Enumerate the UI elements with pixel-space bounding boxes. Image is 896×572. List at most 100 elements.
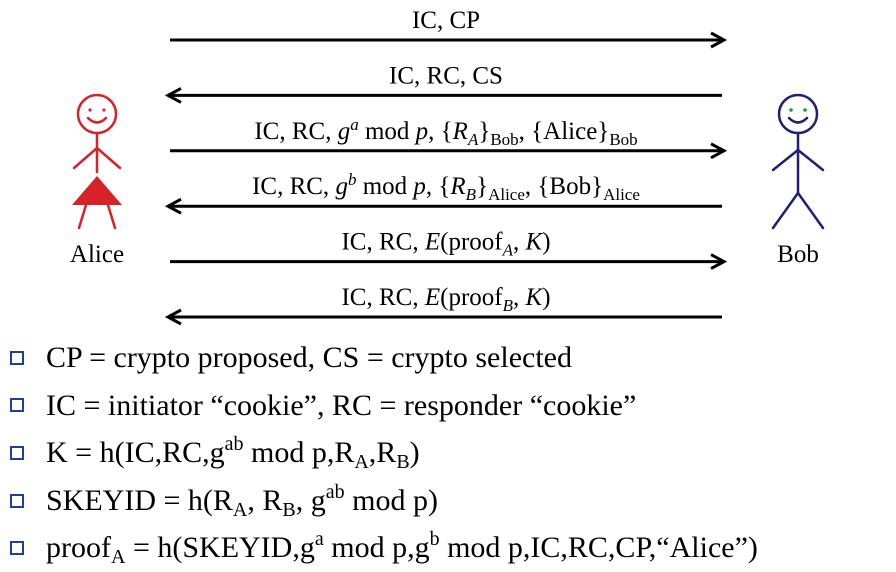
note-text-part: A bbox=[110, 546, 126, 569]
message-label-part: Bob bbox=[490, 130, 518, 149]
note-text-part: B bbox=[282, 498, 296, 521]
note-item: SKEYID = h(RA, RB, gab mod p) bbox=[10, 477, 894, 525]
note-text-part: A bbox=[354, 451, 369, 474]
message-label-part: Bob bbox=[609, 130, 637, 149]
message-label-part: B bbox=[466, 185, 477, 204]
arrowhead-icon bbox=[164, 308, 182, 326]
message-label: IC, RC, CS bbox=[389, 62, 503, 89]
note-text-part: B bbox=[396, 451, 410, 474]
note-text: CP = crypto proposed, CS = crypto select… bbox=[46, 334, 572, 382]
note-item: proofA = h(SKEYID,ga mod p,gb mod p,IC,R… bbox=[10, 524, 894, 572]
note-text: K = h(IC,RC,gab mod p,RA,RB) bbox=[46, 429, 420, 477]
note-text: SKEYID = h(RA, RB, gab mod p) bbox=[46, 477, 438, 525]
message-label: IC, CP bbox=[412, 7, 480, 34]
message-label-part: K bbox=[525, 284, 544, 311]
note-text-part: mod p,IC,RC,CP,“Alice”) bbox=[439, 531, 758, 565]
note-text-part: A bbox=[232, 498, 248, 521]
message-label-part: IC, RC, CS bbox=[389, 62, 503, 89]
message-label-part: R bbox=[452, 118, 468, 145]
bob-label: Bob bbox=[777, 241, 819, 268]
message-label-part: A bbox=[467, 130, 479, 149]
message-label-part: B bbox=[503, 296, 514, 315]
message-label-part: , {Alice} bbox=[519, 118, 610, 145]
message-label-part: A bbox=[502, 241, 514, 260]
message-label-part: IC, CP bbox=[412, 7, 480, 34]
message-label-part: p bbox=[414, 118, 429, 145]
message-label-part: ) bbox=[542, 229, 550, 256]
message-label-part: E bbox=[424, 284, 440, 311]
message-5: IC, RC, E(proofA, K) bbox=[170, 229, 728, 270]
message-label-part: Alice bbox=[488, 185, 525, 204]
message-label-part: , { bbox=[428, 118, 453, 145]
message-label-part: , bbox=[513, 284, 526, 311]
message-label-part: } bbox=[478, 118, 490, 145]
note-text-part: b bbox=[429, 528, 440, 551]
message-label: IC, RC, E(proofA, K) bbox=[341, 229, 550, 260]
message-label-part: , bbox=[513, 229, 526, 256]
message-label-part: } bbox=[476, 173, 488, 200]
square-bullet-icon bbox=[10, 350, 24, 365]
message-3: IC, RC, ga mod p, {RA}Bob, {Alice}Bob bbox=[170, 115, 728, 160]
arrowhead-icon bbox=[164, 87, 182, 104]
message-label-part: (proof bbox=[440, 284, 503, 311]
arrowhead-icon bbox=[164, 197, 182, 215]
bob-figure-icon bbox=[771, 93, 825, 230]
message-4: IC, RC, gb mod p, {RB}Alice, {Bob}Alice bbox=[164, 170, 722, 215]
message-label-part: (proof bbox=[440, 229, 503, 256]
message-label-part: mod bbox=[359, 118, 416, 145]
message-label-part: IC, RC, bbox=[341, 229, 424, 256]
note-text-part: IC = initiator “cookie”, RC = responder … bbox=[46, 388, 637, 422]
square-bullet-icon bbox=[10, 493, 24, 508]
note-text-part: ,R bbox=[368, 436, 397, 470]
note-text-part: , R bbox=[247, 483, 283, 517]
message-label-part: , {Bob} bbox=[525, 173, 603, 200]
message-label-part: R bbox=[449, 173, 465, 200]
message-label-part: ) bbox=[542, 284, 550, 311]
message-label: IC, RC, E(proofB, K) bbox=[341, 284, 550, 315]
message-label-part: mod bbox=[356, 173, 413, 200]
message-label-part: K bbox=[525, 229, 544, 256]
message-label-part: IC, RC, bbox=[341, 284, 424, 311]
notes-list: CP = crypto proposed, CS = crypto select… bbox=[10, 334, 894, 572]
note-text-part: , g bbox=[295, 483, 326, 517]
note-text-part: a bbox=[314, 528, 324, 551]
note-text-part: mod p,R bbox=[243, 436, 355, 470]
note-text-part: ab bbox=[224, 433, 244, 456]
arrowhead-icon bbox=[710, 253, 728, 270]
message-label-part: g bbox=[338, 118, 351, 145]
note-text-part: proof bbox=[46, 531, 111, 565]
note-text: IC = initiator “cookie”, RC = responder … bbox=[46, 382, 636, 430]
alice-figure-icon bbox=[72, 93, 122, 230]
message-label-part: E bbox=[424, 229, 440, 256]
message-label-part: , { bbox=[426, 173, 451, 200]
note-text-part: SKEYID = h(R bbox=[46, 483, 233, 517]
arrowhead-icon bbox=[710, 142, 728, 160]
message-label-part: Alice bbox=[603, 185, 640, 204]
message-6: IC, RC, E(proofB, K) bbox=[164, 284, 722, 326]
message-label-part: g bbox=[335, 173, 348, 200]
square-bullet-icon bbox=[10, 398, 24, 413]
note-item: K = h(IC,RC,gab mod p,RA,RB) bbox=[10, 429, 894, 477]
note-text-part: mod p) bbox=[344, 483, 438, 517]
alice-label: Alice bbox=[70, 241, 124, 268]
note-text: proofA = h(SKEYID,ga mod p,gb mod p,IC,R… bbox=[46, 524, 758, 572]
message-label: IC, RC, gb mod p, {RB}Alice, {Bob}Alice bbox=[252, 170, 640, 204]
note-text-part: mod p,g bbox=[323, 531, 430, 565]
message-label-part: IC, RC, bbox=[254, 118, 337, 145]
square-bullet-icon bbox=[10, 445, 24, 460]
note-text-part: = h(SKEYID,g bbox=[125, 531, 315, 565]
note-item: CP = crypto proposed, CS = crypto select… bbox=[10, 334, 894, 382]
arrowhead-icon bbox=[710, 31, 728, 49]
note-text-part: ) bbox=[409, 436, 420, 470]
message-1: IC, CP bbox=[170, 7, 728, 49]
note-text-part: ab bbox=[325, 480, 345, 503]
square-bullet-icon bbox=[10, 541, 24, 556]
note-item: IC = initiator “cookie”, RC = responder … bbox=[10, 382, 894, 430]
message-label-part: IC, RC, bbox=[252, 173, 335, 200]
note-text-part: K = h(IC,RC,g bbox=[46, 436, 225, 470]
message-label-part: a bbox=[350, 115, 359, 134]
note-text-part: CP = crypto proposed, CS = crypto select… bbox=[46, 341, 572, 374]
message-label: IC, RC, ga mod p, {RA}Bob, {Alice}Bob bbox=[254, 115, 637, 149]
